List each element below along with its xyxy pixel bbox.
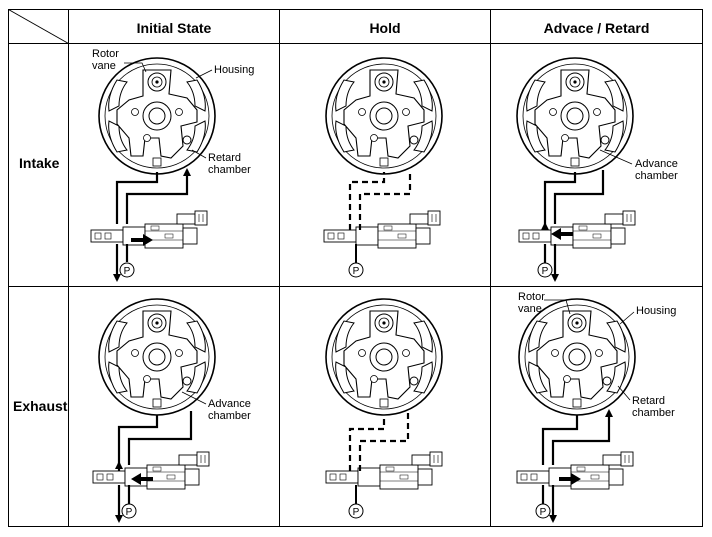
- diagram-exhaust-initial: P: [92, 298, 216, 523]
- label-rotor-vane-exhaust: Rotor vane: [518, 291, 545, 315]
- header-initial-state: Initial State: [136, 20, 212, 36]
- label-housing: Housing: [214, 64, 255, 76]
- diagram-intake-hold: P: [323, 57, 443, 278]
- row-label-exhaust: Exhaust: [13, 398, 68, 414]
- row-label-intake: Intake: [19, 155, 60, 171]
- pump-label: P: [540, 507, 547, 518]
- header-hold: Hold: [369, 20, 401, 36]
- label-housing-exhaust: Housing: [636, 305, 677, 317]
- pump-label: P: [124, 266, 131, 277]
- pump-label: P: [126, 507, 133, 518]
- pump-label: P: [353, 507, 360, 518]
- label-advance-chamber-exhaust: Advance chamber: [208, 398, 251, 422]
- label-advance-chamber: Advance chamber: [635, 158, 678, 182]
- diagram-intake-advance: P: [516, 57, 636, 282]
- diagram-exhaust-hold: P: [325, 298, 443, 519]
- label-retard-chamber: Retard chamber: [208, 152, 251, 176]
- diagram-intake-initial: P: [90, 57, 216, 282]
- header-advance-retard: Advace / Retard: [543, 20, 650, 36]
- label-retard-chamber-exhaust: Retard chamber: [632, 395, 675, 419]
- pump-label: P: [542, 266, 549, 277]
- pump-label: P: [353, 266, 360, 277]
- label-rotor-vane: Rotor vane: [92, 48, 119, 72]
- diagram-exhaust-retard: P: [516, 298, 636, 523]
